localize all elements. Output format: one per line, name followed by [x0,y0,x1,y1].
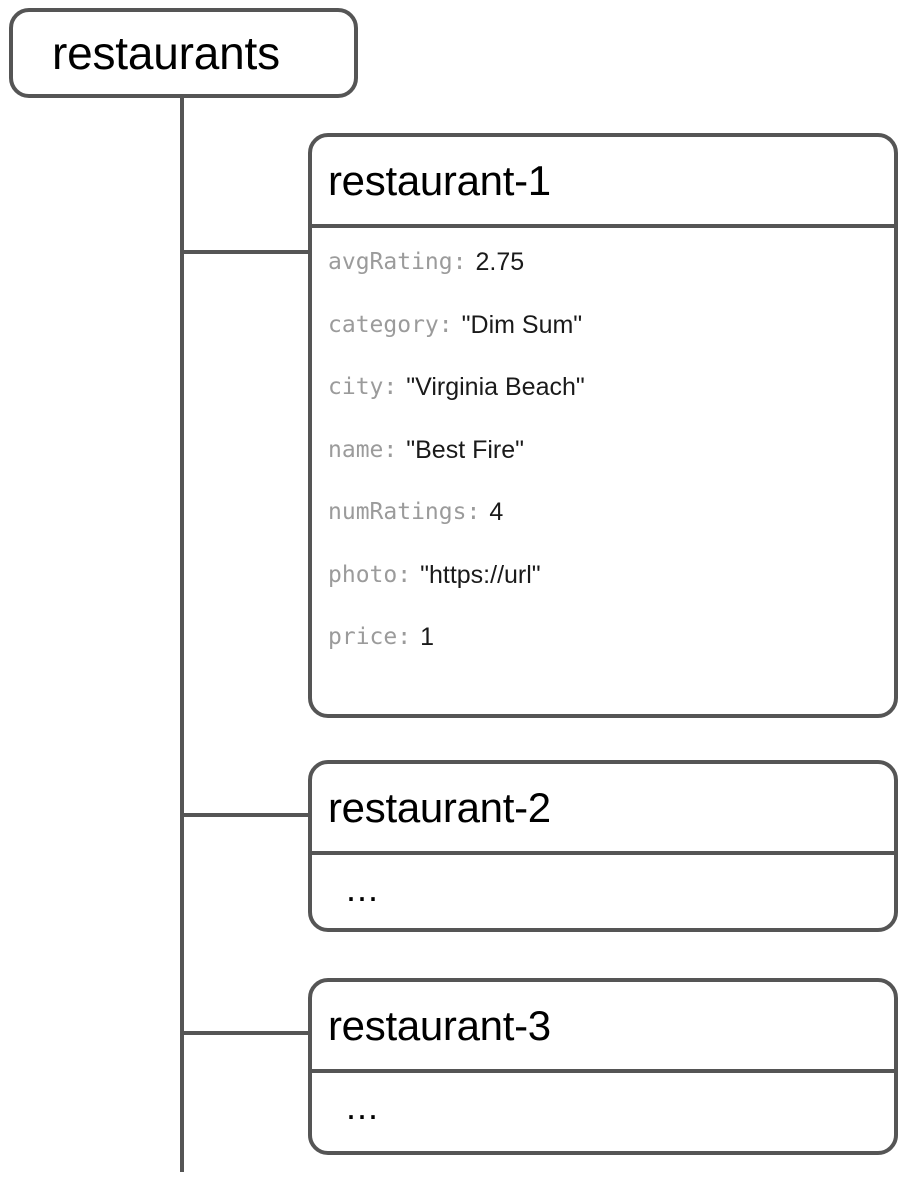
document-fields-body: ... [312,1073,894,1125]
field-key: name [328,436,384,463]
field-key: avgRating [328,249,453,275]
collapsed-fields-ellipsis: ... [346,1086,380,1127]
field-colon: : [452,249,467,275]
field-key: city [328,374,384,400]
field-value: "Virginia Beach" [406,373,585,401]
field-colon: : [466,499,481,525]
collection-node-label: restaurants [52,27,280,79]
field-row-avgRating: avgRating : 2.75 [328,249,894,312]
document-card-restaurant-2[interactable]: restaurant-2 ... [308,760,898,932]
document-card-restaurant-3[interactable]: restaurant-3 ... [308,978,898,1155]
field-row-city: city : "Virginia Beach" [328,374,894,437]
document-id-label: restaurant-1 [328,156,551,204]
field-value: 1 [420,623,435,651]
field-colon: : [383,374,398,400]
document-fields-body: ... [312,855,894,907]
field-key: numRatings [328,499,467,525]
field-key: photo [328,561,398,588]
field-row-category: category : "Dim Sum" [328,312,894,375]
field-colon: : [438,311,453,338]
field-key: category [328,311,439,338]
field-colon: : [397,561,412,588]
field-colon: : [397,624,412,650]
collapsed-fields-ellipsis: ... [346,868,380,909]
collection-node-restaurants[interactable]: restaurants [9,8,358,98]
field-value: 4 [489,498,504,526]
field-row-price: price : 1 [328,624,894,687]
document-id-label: restaurant-3 [328,1001,551,1049]
field-colon: : [383,436,398,463]
document-title-row: restaurant-1 [312,137,894,228]
document-title-row: restaurant-2 [312,764,894,855]
field-row-numRatings: numRatings : 4 [328,499,894,562]
document-title-row: restaurant-3 [312,982,894,1073]
field-value: 2.75 [475,248,525,276]
field-value: "https://url" [420,560,541,589]
field-row-name: name : "Best Fire" [328,437,894,500]
document-id-label: restaurant-2 [328,783,551,831]
field-value: "Dim Sum" [461,310,583,339]
document-card-restaurant-1[interactable]: restaurant-1 avgRating : 2.75 category :… [308,133,898,718]
document-fields-body: avgRating : 2.75 category : "Dim Sum" ci… [312,228,894,687]
field-row-photo: photo : "https://url" [328,562,894,625]
field-key: price [328,624,398,650]
field-value: "Best Fire" [406,435,525,464]
